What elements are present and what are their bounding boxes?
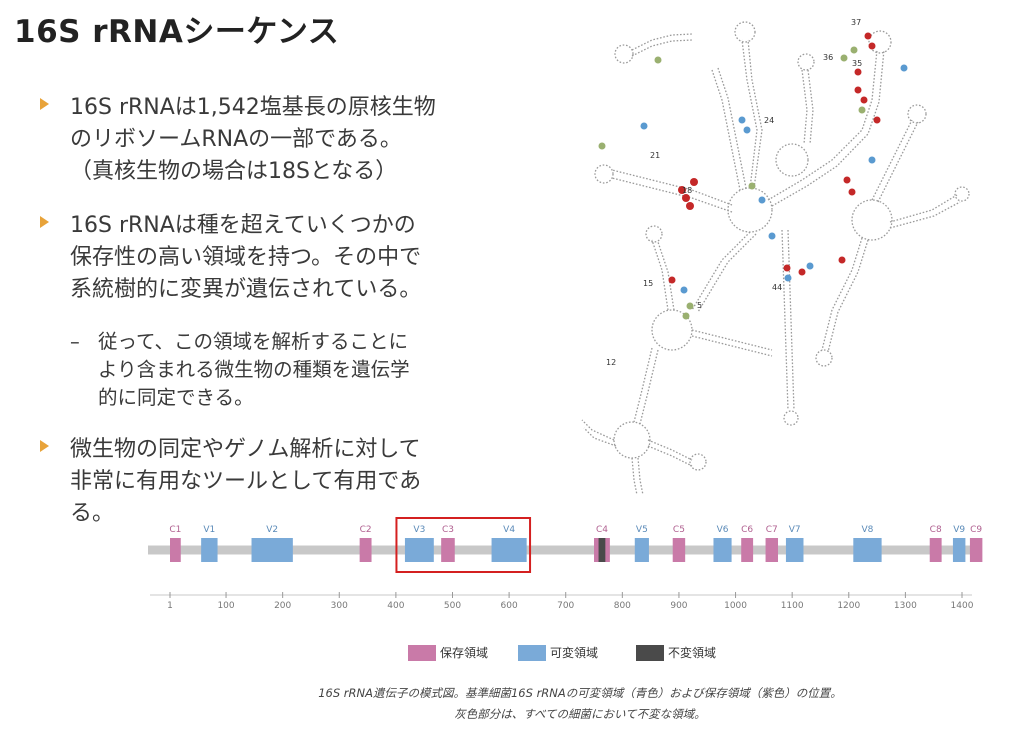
bullet-arrow-icon bbox=[40, 216, 49, 228]
region-segment-invariant bbox=[598, 538, 606, 562]
legend: 保存領域 可変領域 不変領域 bbox=[408, 645, 716, 661]
helix-label: 37 bbox=[851, 18, 861, 27]
region-label: V3 bbox=[413, 525, 425, 535]
region-segment-c3 bbox=[441, 538, 455, 562]
axis-tick-label: 1100 bbox=[781, 601, 804, 611]
region-label: C7 bbox=[766, 525, 778, 535]
region-segments bbox=[170, 538, 983, 562]
legend-label-invariant: 不変領域 bbox=[668, 645, 716, 660]
axis-tick-label: 600 bbox=[501, 601, 518, 611]
bullet-text: 16S rRNAは種を超えていくつかの 保存性の高い領域を持つ。その中で 系統樹… bbox=[70, 213, 422, 302]
structure-helix-labels: 37 36 35 24 21 18 15 5 44 12 bbox=[606, 18, 862, 367]
helix-label: 21 bbox=[650, 151, 660, 160]
region-segment-v4 bbox=[491, 538, 527, 562]
helix-label: 18 bbox=[682, 186, 692, 195]
structure-backbone bbox=[581, 21, 970, 496]
axis-tick-label: 1400 bbox=[951, 601, 974, 611]
region-label: C6 bbox=[741, 525, 753, 535]
legend-swatch-conserved bbox=[408, 645, 436, 661]
figure-caption-line1: 16S rRNA遺伝子の模式図。基準細菌16S rRNAの可変領域（青色）および… bbox=[318, 686, 842, 700]
sub-bullet-item: – 従って、この領域を解析することに より含まれる微生物の種類を遺伝学 的に同定… bbox=[40, 328, 540, 412]
helix-label: 5 bbox=[697, 301, 702, 310]
bullet-arrow-icon bbox=[40, 440, 49, 452]
region-label: V1 bbox=[203, 525, 215, 535]
axis-tick-label: 500 bbox=[444, 601, 461, 611]
bullet-item: 16S rRNAは1,542塩基長の原核生物 のリボソームRNAの一部である。 … bbox=[40, 92, 540, 188]
region-label: V2 bbox=[266, 525, 278, 535]
helix-label: 24 bbox=[764, 116, 774, 125]
region-label: V5 bbox=[636, 525, 648, 535]
page-title: 16S rRNAシーケンス bbox=[14, 14, 340, 50]
helix-label: 15 bbox=[643, 279, 653, 288]
region-segment-v6 bbox=[713, 538, 732, 562]
region-label: C4 bbox=[596, 525, 608, 535]
region-label: C1 bbox=[169, 525, 181, 535]
axis-tick-label: 1 bbox=[167, 601, 173, 611]
rrna-secondary-structure-diagram: 37 36 35 24 21 18 15 5 44 12 bbox=[581, 18, 970, 496]
helix-label: 35 bbox=[852, 59, 862, 68]
region-label: C3 bbox=[442, 525, 454, 535]
v3-v4-highlight-box bbox=[395, 517, 532, 573]
bullet-item: 16S rRNAは種を超えていくつかの 保存性の高い領域を持つ。その中で 系統樹… bbox=[40, 210, 540, 306]
legend-label-conserved: 保存領域 bbox=[440, 645, 488, 660]
region-segment-v5 bbox=[634, 538, 649, 562]
region-label: V7 bbox=[789, 525, 801, 535]
helix-label: 12 bbox=[606, 358, 616, 367]
axis-tick-label: 700 bbox=[557, 601, 574, 611]
region-segment-v9 bbox=[952, 538, 966, 562]
axis-tick-label: 100 bbox=[217, 601, 234, 611]
region-segment-c9 bbox=[969, 538, 983, 562]
region-labels: C1 V1 V2 C2 V3 C3 V4 C4 V5 C5 V6 C6 C7 V7 V8 C8 V9 C9 bbox=[169, 525, 982, 535]
region-segment-v2 bbox=[251, 538, 293, 562]
axis-tick-label: 1300 bbox=[894, 601, 917, 611]
region-segment-v3 bbox=[404, 538, 434, 562]
region-segment-c1 bbox=[170, 538, 181, 562]
region-label: V8 bbox=[862, 525, 874, 535]
region-segment-c2 bbox=[359, 538, 372, 562]
region-label: C5 bbox=[673, 525, 685, 535]
axis-tick-label: 300 bbox=[331, 601, 348, 611]
structure-markers bbox=[598, 32, 908, 320]
region-segment-v8 bbox=[853, 538, 882, 562]
figure-caption-line2: 灰色部分は、すべての細菌において不変な領域。 bbox=[454, 707, 706, 721]
bullet-text: 16S rRNAは1,542塩基長の原核生物 のリボソームRNAの一部である。 … bbox=[70, 95, 436, 184]
region-label: V9 bbox=[953, 525, 965, 535]
region-label: V4 bbox=[503, 525, 515, 535]
dash-icon: – bbox=[70, 330, 80, 353]
region-label: C9 bbox=[970, 525, 982, 535]
axis-tick-label: 800 bbox=[614, 601, 631, 611]
bullet-list: 16S rRNAは1,542塩基長の原核生物 のリボソームRNAの一部である。 … bbox=[40, 92, 540, 552]
axis-tick-label: 900 bbox=[670, 601, 687, 611]
region-label: C2 bbox=[360, 525, 372, 535]
bullet-arrow-icon bbox=[40, 98, 49, 110]
axis-tick-label: 400 bbox=[387, 601, 404, 611]
helix-label: 44 bbox=[772, 283, 782, 292]
region-segment-c8 bbox=[929, 538, 942, 562]
axis-tick-label: 1200 bbox=[837, 601, 860, 611]
region-label: V6 bbox=[717, 525, 729, 535]
helix-label: 36 bbox=[823, 53, 833, 62]
region-segment-c7 bbox=[765, 538, 779, 562]
bullet-text: 微生物の同定やゲノム解析に対して 非常に有用なツールとして有用であ る。 bbox=[70, 437, 422, 526]
legend-swatch-invariant bbox=[636, 645, 664, 661]
region-segment-v7 bbox=[785, 538, 804, 562]
region-segment-c5 bbox=[672, 538, 686, 562]
bullet-item: 微生物の同定やゲノム解析に対して 非常に有用なツールとして有用であ る。 bbox=[40, 434, 540, 530]
axis-tick-label: 200 bbox=[274, 601, 291, 611]
legend-label-variable: 可変領域 bbox=[550, 645, 598, 660]
region-segment-v1 bbox=[201, 538, 218, 562]
axis-tick-label: 1000 bbox=[724, 601, 747, 611]
region-label: C8 bbox=[930, 525, 942, 535]
legend-swatch-variable bbox=[518, 645, 546, 661]
region-segment-c6 bbox=[741, 538, 754, 562]
sub-bullet-text: 従って、この領域を解析することに より含まれる微生物の種類を遺伝学 的に同定でき… bbox=[98, 330, 410, 409]
